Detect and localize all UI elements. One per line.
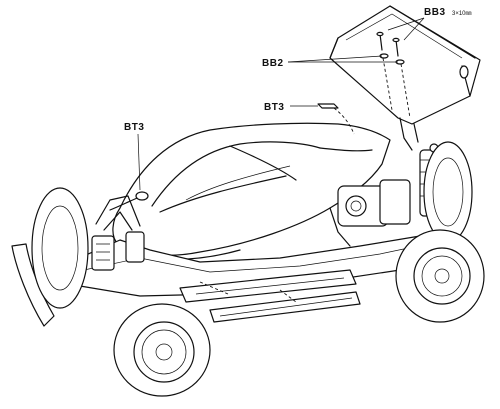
wing-screws [376,31,411,119]
wheel-rear-right [395,229,485,323]
rear-wing [329,5,481,151]
callout-bt3-front: BT3 [124,122,144,191]
callout-bt3-rear: BT3 [264,102,318,113]
callout-bb3: BB3 3×10㎜ [387,7,472,41]
wheel-front-left [31,187,89,309]
chassis [11,103,439,327]
body-shell [112,122,391,260]
wheel-rear-left [423,141,473,243]
bb3-spec: 3×10㎜ [452,11,472,17]
bb3-label: BB3 [424,7,446,18]
wheel-front-right [113,303,211,397]
bt3-rear-label: BT3 [264,102,284,113]
callout-bb2: BB2 [262,55,398,69]
bb2-label: BB2 [262,58,284,69]
bt3-front-label: BT3 [124,122,144,133]
